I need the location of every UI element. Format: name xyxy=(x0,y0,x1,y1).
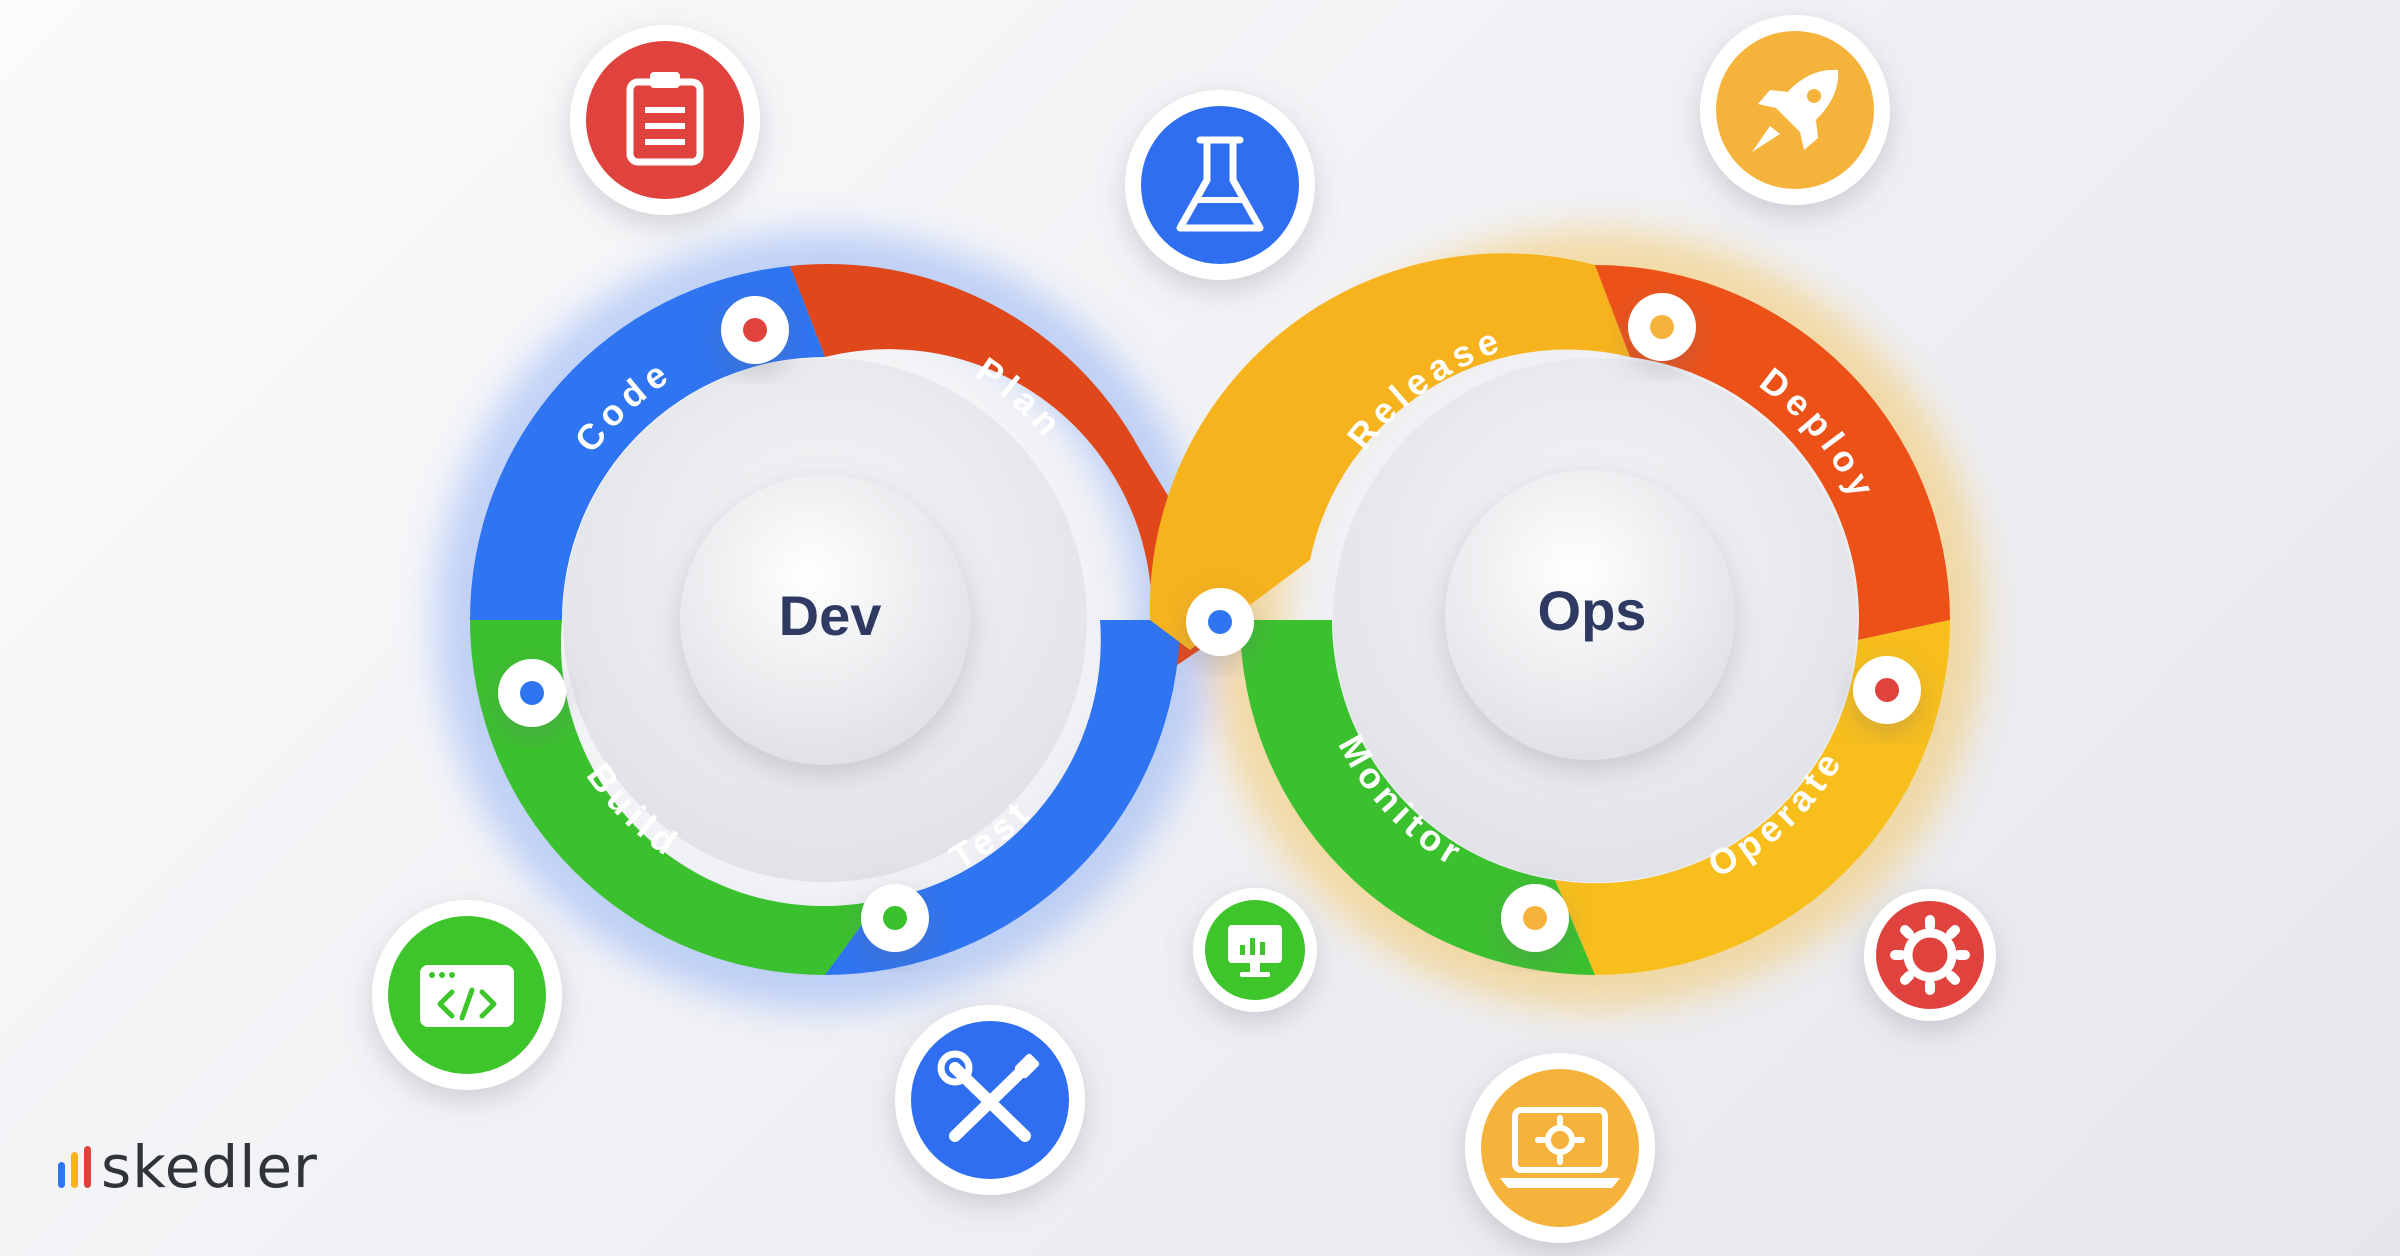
ops-label: Ops xyxy=(1538,579,1647,642)
node-code-build[interactable] xyxy=(498,659,566,727)
monitor-chart-icon[interactable] xyxy=(1193,888,1317,1012)
node-code-plan[interactable] xyxy=(721,296,789,364)
logo-bar-3 xyxy=(84,1146,91,1188)
logo-bar-1 xyxy=(58,1162,65,1188)
logo-bar-2 xyxy=(71,1152,78,1188)
stage-band-release[interactable] xyxy=(1149,253,1630,650)
node-release-deploy[interactable] xyxy=(1628,293,1696,361)
node-test-release[interactable] xyxy=(1186,588,1254,656)
dev-center-disc xyxy=(680,475,970,765)
skedler-logo: skedler xyxy=(58,1132,318,1202)
code-window-icon[interactable] xyxy=(372,900,562,1090)
logo-bars xyxy=(58,1146,91,1188)
stage-band-build[interactable] xyxy=(470,620,880,975)
node-build-test[interactable] xyxy=(861,884,929,952)
stage-band-monitor[interactable] xyxy=(1240,620,1595,975)
stage-band-test[interactable] xyxy=(825,620,1244,975)
clipboard-icon[interactable] xyxy=(570,25,760,215)
gear-icon[interactable] xyxy=(1864,889,1996,1021)
connector-nodes xyxy=(498,293,1921,952)
stage-band-deploy[interactable] xyxy=(1595,265,1950,640)
dev-label: Dev xyxy=(779,584,882,647)
laptop-gear-icon[interactable] xyxy=(1465,1053,1655,1243)
logo-text: skedler xyxy=(101,1133,318,1201)
tools-icon[interactable] xyxy=(895,1005,1085,1195)
stage-band-operate[interactable] xyxy=(1555,620,1950,975)
node-operate-monitor[interactable] xyxy=(1501,884,1569,952)
flask-icon[interactable] xyxy=(1125,90,1315,280)
ops-center-disc xyxy=(1445,470,1735,760)
rocket-icon[interactable] xyxy=(1700,15,1890,205)
node-deploy-operate[interactable] xyxy=(1853,656,1921,724)
